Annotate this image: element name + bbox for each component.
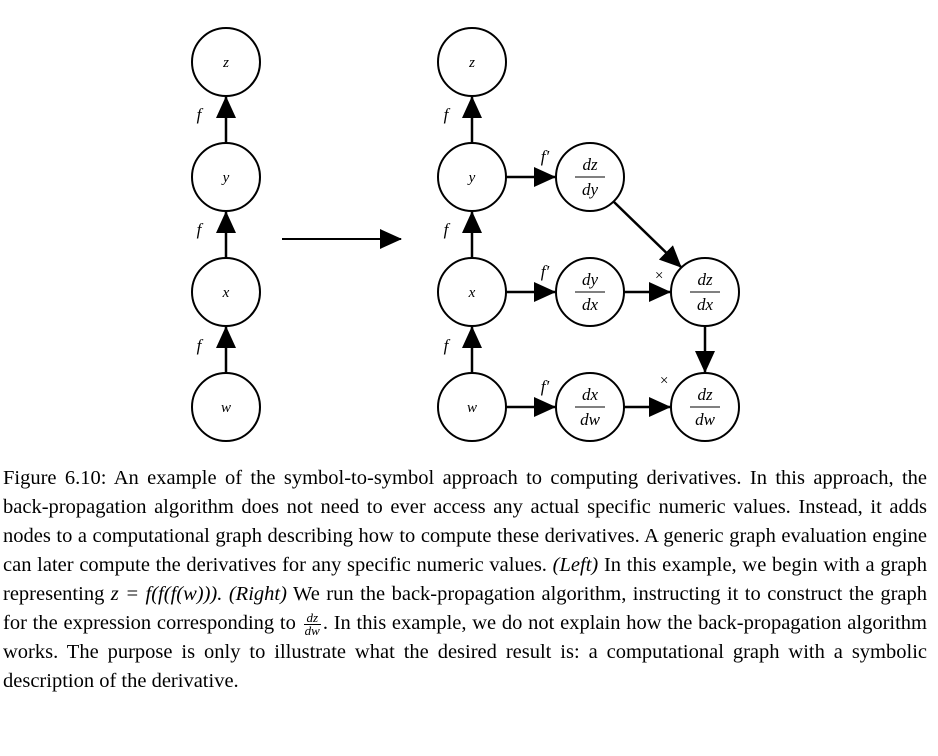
- node-dz-dw-num: dz: [697, 385, 713, 404]
- label-fprime-y: f′: [541, 147, 550, 166]
- left-node-x-label: x: [222, 285, 230, 301]
- caption-fraction-num: dz: [303, 611, 321, 625]
- right-node-w-label: w: [467, 400, 477, 416]
- right-node-x-label: x: [468, 285, 476, 301]
- caption-text-3: We run the back-propagation algorithm, i…: [3, 583, 928, 634]
- right-label-f-mid: f: [444, 220, 451, 239]
- left-node-w-label: w: [221, 400, 231, 416]
- label-times-dzdx: ×: [654, 268, 664, 284]
- label-fprime-w: f′: [541, 377, 550, 396]
- left-label-f-mid: f: [197, 220, 204, 239]
- right-node-y-label: y: [467, 170, 476, 186]
- node-dy-dx-num: dy: [582, 270, 599, 289]
- computational-graph-figure: z y x w f f f z y x w f f f dz d: [191, 27, 740, 442]
- left-node-y-label: y: [221, 170, 230, 186]
- caption-text-4: . In this example, we do not explain how…: [3, 612, 928, 692]
- caption-formula: z = f(f(f(w))).: [110, 583, 223, 605]
- caption-right-tag: (Right): [228, 583, 287, 605]
- figure-caption: Figure 6.10: An example of the symbol-to…: [3, 464, 927, 696]
- edge-dzdy-dzdx: [613, 201, 682, 268]
- caption-left-tag: (Left): [552, 554, 599, 576]
- node-dz-dx-den: dx: [697, 295, 714, 314]
- left-node-z-label: z: [222, 55, 229, 71]
- node-dz-dy-den: dy: [582, 180, 599, 199]
- left-graph: z y x w f f f: [191, 27, 261, 442]
- right-graph: z y x w f f f dz dy dy dx dz dx dx dw dz: [437, 27, 740, 442]
- caption-text-2: In this example, we begin with a graph r…: [3, 554, 928, 605]
- left-label-f-bot: f: [197, 336, 204, 355]
- right-label-f-top: f: [444, 105, 451, 124]
- caption-label: Figure 6.10:: [3, 467, 107, 489]
- node-dx-dw-den: dw: [580, 410, 601, 429]
- right-label-f-bot: f: [444, 336, 451, 355]
- caption-text-1: An example of the symbol-to-symbol appro…: [3, 467, 928, 576]
- left-label-f-top: f: [197, 105, 204, 124]
- node-dx-dw-num: dx: [582, 385, 599, 404]
- node-dz-dx-num: dz: [697, 270, 713, 289]
- node-dy-dx-den: dx: [582, 295, 599, 314]
- label-times-dzdw: ×: [659, 373, 669, 389]
- label-fprime-x: f′: [541, 262, 550, 281]
- node-dz-dw-den: dw: [695, 410, 716, 429]
- node-dz-dy-num: dz: [582, 155, 598, 174]
- right-node-z-label: z: [468, 55, 475, 71]
- caption-fraction-den: dw: [304, 622, 320, 638]
